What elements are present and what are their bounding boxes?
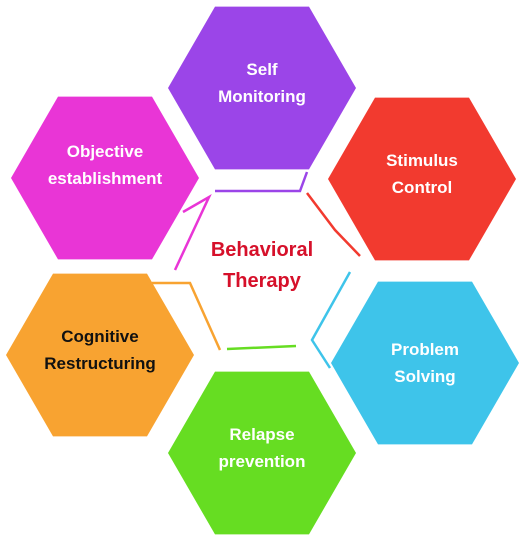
hexagon-label-line1-relapse-prevention: Relapse <box>229 425 294 444</box>
center-label-line2: Therapy <box>223 270 302 292</box>
connector-objective-establishment <box>173 193 212 271</box>
hexagon-label-line2-objective-establishment: establishment <box>48 169 163 188</box>
hexagon-shape-problem-solving <box>331 281 519 445</box>
hexagon-relapse-prevention: Relapse prevention <box>168 371 356 535</box>
hexagon-shape-stimulus-control <box>328 97 516 261</box>
hexagon-label-line2-stimulus-control: Control <box>392 178 452 197</box>
connector-relapse-prevention <box>226 344 297 351</box>
hexagon-label-line2-problem-solving: Solving <box>394 367 455 386</box>
center-label-line1: Behavioral <box>211 239 313 261</box>
connector-lines <box>152 171 361 369</box>
hexagon-label-line2-self-monitoring: Monitoring <box>218 87 306 106</box>
hexagon-label-line1-cognitive-restructuring: Cognitive <box>61 327 138 346</box>
hexagon-shape-objective-establishment <box>11 96 199 260</box>
connector-cognitive-restructuring <box>152 281 222 351</box>
hexagon-label-line1-problem-solving: Problem <box>391 340 459 359</box>
connector-problem-solving <box>310 271 352 369</box>
hexagon-shape-cognitive-restructuring <box>6 273 194 437</box>
connector-self-monitoring <box>215 171 309 193</box>
hexagon-objective-establishment: Objective establishment <box>11 96 199 260</box>
hexagon-label-line2-relapse-prevention: prevention <box>219 452 306 471</box>
hexagon-label-line2-cognitive-restructuring: Restructuring <box>44 354 155 373</box>
hexagon-label-line1-objective-establishment: Objective <box>67 142 144 161</box>
hexagon-group: SelfMonitoringStimulusControlProblemSolv… <box>6 6 519 535</box>
connector-stimulus-control <box>306 192 361 257</box>
hexagon-shape-relapse-prevention <box>168 371 356 535</box>
hexagon-shape-self-monitoring <box>168 6 356 170</box>
hexagon-label-line1-stimulus-control: Stimulus <box>386 151 458 170</box>
hexagon-label-line1-self-monitoring: Self <box>246 60 278 79</box>
center-label: Behavioral Therapy <box>211 239 313 292</box>
